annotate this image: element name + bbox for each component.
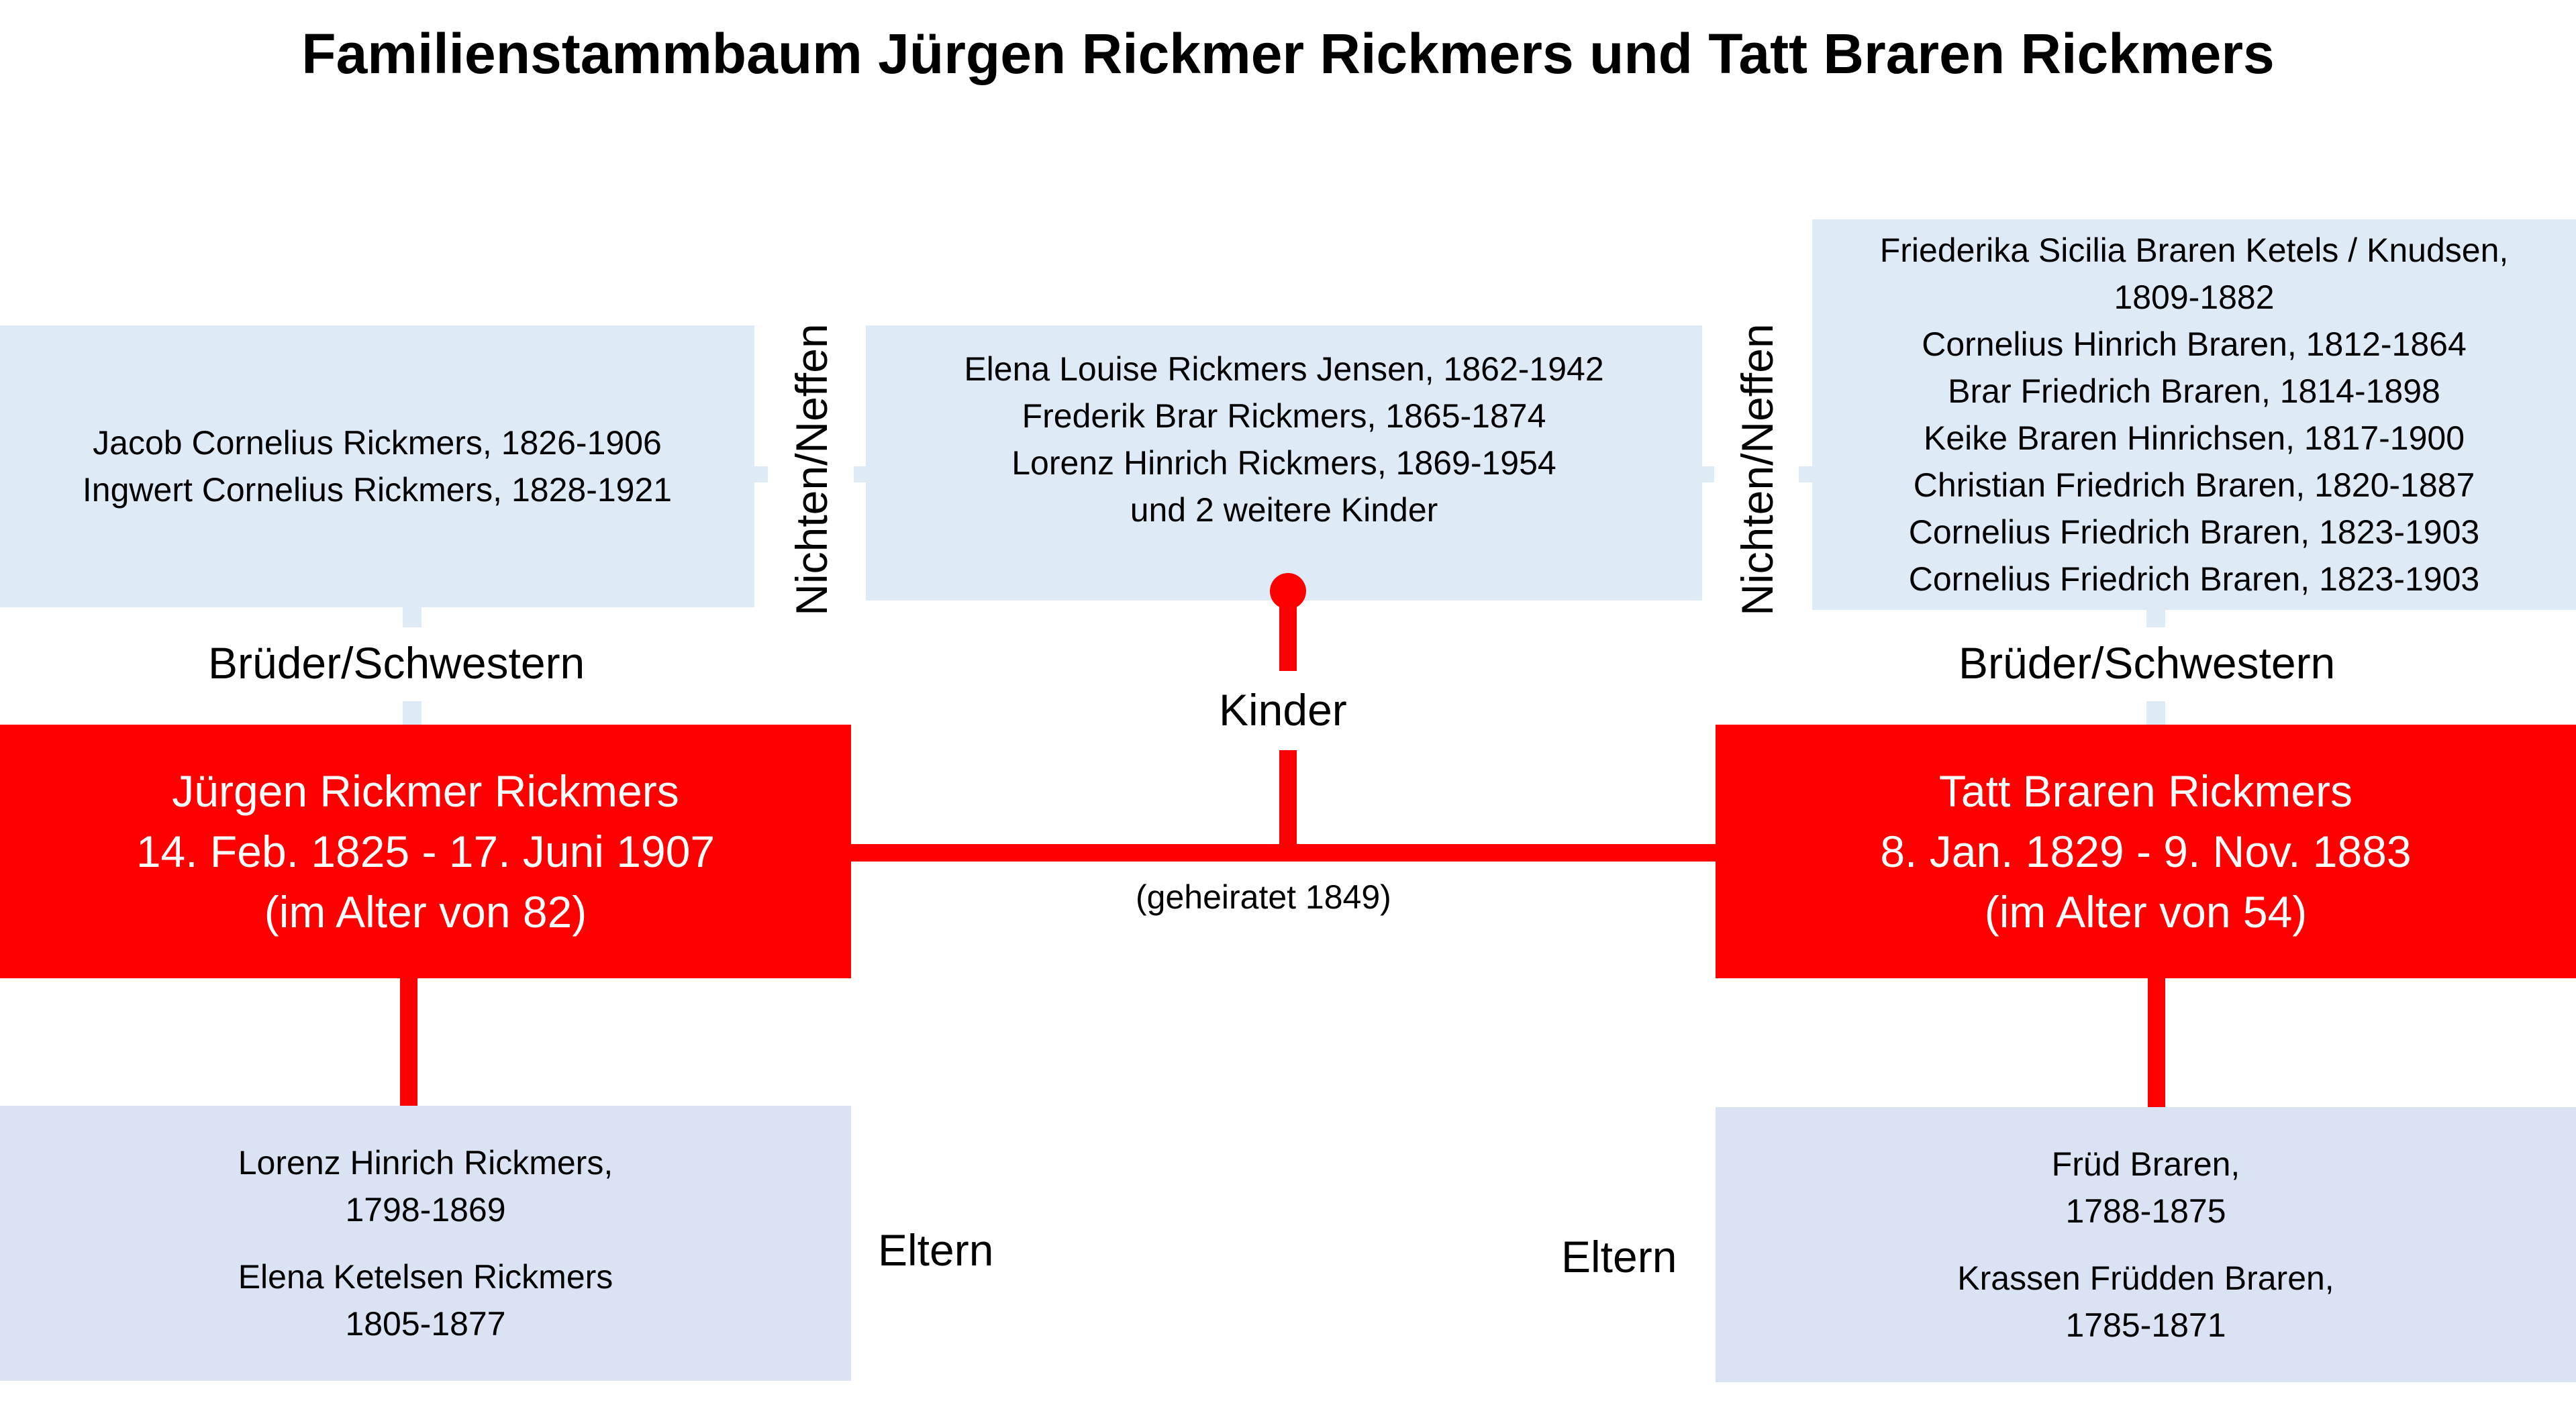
nieces-nephews-label-left: Nichten/Neffen (787, 323, 836, 616)
married-label: (geheiratet 1849) (1136, 878, 1391, 916)
parent-name: Krassen Früdden Braren, (1957, 1259, 2334, 1297)
child-entry: und 2 weitere Kinder (1130, 491, 1438, 529)
parents-label-left: Eltern (878, 1225, 994, 1275)
left-siblings-box: Jacob Cornelius Rickmers, 1826-1906 Ingw… (0, 325, 754, 607)
siblings-label-right: Brüder/Schwestern (1959, 638, 2336, 688)
parents-line-left (400, 976, 417, 1107)
sibling-entry: Keike Braren Hinrichsen, 1817-1900 (1923, 419, 2465, 457)
parents-box-right: Früd Braren, 1788-1875 Krassen Früdden B… (1716, 1107, 2576, 1382)
person-name: Jürgen Rickmer Rickmers (172, 766, 679, 816)
children-box: Elena Louise Rickmers Jensen, 1862-1942 … (866, 325, 1702, 601)
child-entry: Elena Louise Rickmers Jensen, 1862-1942 (964, 350, 1604, 388)
sibling-entry: Friederika Sicilia Braren Ketels / Knuds… (1879, 231, 2509, 269)
sibling-entry: Christian Friedrich Braren, 1820-1887 (1913, 466, 2475, 504)
connector-nieces-left-b (854, 466, 867, 482)
connector-left-siblings-bottom (403, 701, 422, 727)
connector-nieces-right-a (1701, 466, 1714, 482)
sibling-entry: Cornelius Friedrich Braren, 1823-1903 (1908, 513, 2480, 551)
children-label: Kinder (1219, 685, 1347, 735)
sibling-entry: Cornelius Friedrich Braren, 1823-1903 (1908, 560, 2480, 598)
sibling-entry: Cornelius Hinrich Braren, 1812-1864 (1922, 325, 2467, 363)
connector-nieces-right-b (1799, 466, 1812, 482)
parents-label-right: Eltern (1561, 1232, 1677, 1282)
siblings-label-left: Brüder/Schwestern (208, 638, 585, 688)
diagram-title: Familienstammbaum Jürgen Rickmer Rickmer… (301, 22, 2275, 85)
parent-years: 1805-1877 (345, 1305, 506, 1343)
connector-right-siblings-bottom (2146, 701, 2165, 727)
parents-box-left: Lorenz Hinrich Rickmers, 1798-1869 Elena… (0, 1106, 851, 1381)
person-age: (im Alter von 82) (264, 887, 587, 937)
person-box-right: Tatt Braren Rickmers 8. Jan. 1829 - 9. N… (1716, 725, 2576, 978)
parent-years: 1788-1875 (2065, 1192, 2226, 1230)
parent-years: 1798-1869 (345, 1191, 506, 1229)
connector-right-siblings-top (2146, 607, 2165, 627)
nieces-nephews-label-right: Nichten/Neffen (1732, 323, 1782, 616)
sibling-entry: 1809-1882 (2114, 278, 2275, 316)
person-dates: 14. Feb. 1825 - 17. Juni 1907 (136, 827, 715, 876)
children-line-lower (1279, 750, 1297, 851)
parent-name: Früd Braren, (2051, 1145, 2240, 1183)
person-age: (im Alter von 54) (1984, 887, 2308, 937)
person-name: Tatt Braren Rickmers (1938, 766, 2353, 816)
children-connector-dot (1270, 573, 1306, 609)
connector-nieces-left-a (754, 466, 768, 482)
sibling-entry: Ingwert Cornelius Rickmers, 1828-1921 (82, 471, 673, 509)
sibling-entry: Brar Friedrich Braren, 1814-1898 (1948, 372, 2440, 410)
parent-name: Elena Ketelsen Rickmers (238, 1258, 613, 1296)
parent-years: 1785-1871 (2065, 1306, 2226, 1344)
parents-line-right (2148, 976, 2165, 1107)
person-dates: 8. Jan. 1829 - 9. Nov. 1883 (1880, 827, 2412, 876)
child-entry: Frederik Brar Rickmers, 1865-1874 (1022, 397, 1546, 435)
sibling-entry: Jacob Cornelius Rickmers, 1826-1906 (93, 424, 662, 462)
child-entry: Lorenz Hinrich Rickmers, 1869-1954 (1011, 444, 1556, 482)
right-siblings-box: Friederika Sicilia Braren Ketels / Knuds… (1812, 219, 2576, 610)
person-box-left: Jürgen Rickmer Rickmers 14. Feb. 1825 - … (0, 725, 851, 978)
parent-name: Lorenz Hinrich Rickmers, (238, 1144, 613, 1182)
